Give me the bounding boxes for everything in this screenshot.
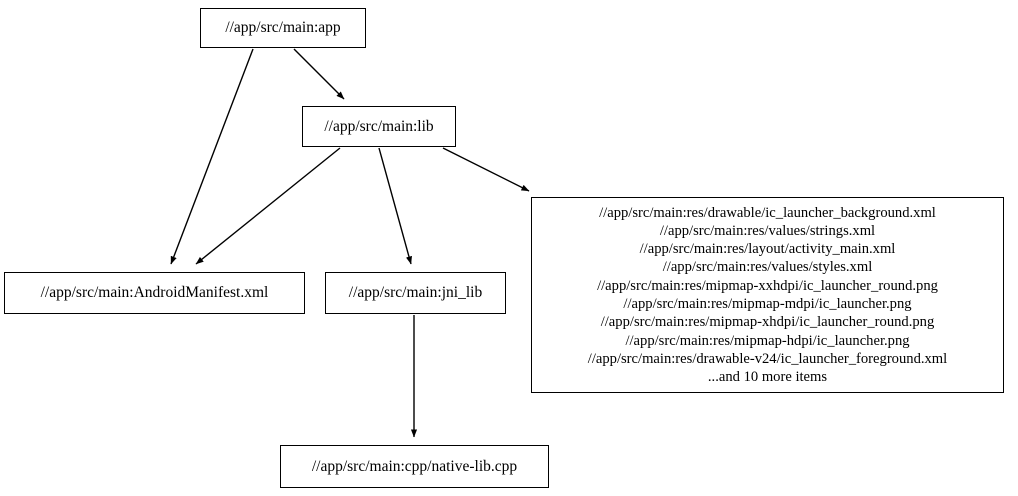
graph-node-jni-lib[interactable]: //app/src/main:jni_lib (325, 272, 506, 314)
graph-node-native-lib-cpp[interactable]: //app/src/main:cpp/native-lib.cpp (280, 445, 549, 488)
edge-lib-to-jni-lib (378, 147, 412, 265)
graph-node-android-manifest-label: //app/src/main:AndroidManifest.xml (40, 284, 269, 302)
graph-node-resources-label: //app/src/main:res/drawable/ic_launcher_… (587, 204, 948, 386)
graph-node-app-label: //app/src/main:app (225, 19, 341, 37)
graph-node-app[interactable]: //app/src/main:app (200, 8, 366, 48)
edge-app-to-lib (293, 48, 345, 100)
edge-lib-to-resources (442, 147, 530, 192)
graph-node-android-manifest[interactable]: //app/src/main:AndroidManifest.xml (4, 272, 305, 314)
graph-node-resources[interactable]: //app/src/main:res/drawable/ic_launcher_… (531, 197, 1004, 393)
graph-node-native-lib-cpp-label: //app/src/main:cpp/native-lib.cpp (311, 457, 518, 475)
edge-lib-to-manifest (195, 147, 341, 265)
graph-node-jni-lib-label: //app/src/main:jni_lib (348, 284, 483, 302)
graph-node-lib[interactable]: //app/src/main:lib (302, 106, 456, 147)
edge-app-to-manifest (170, 48, 254, 265)
graph-node-lib-label: //app/src/main:lib (324, 117, 434, 135)
